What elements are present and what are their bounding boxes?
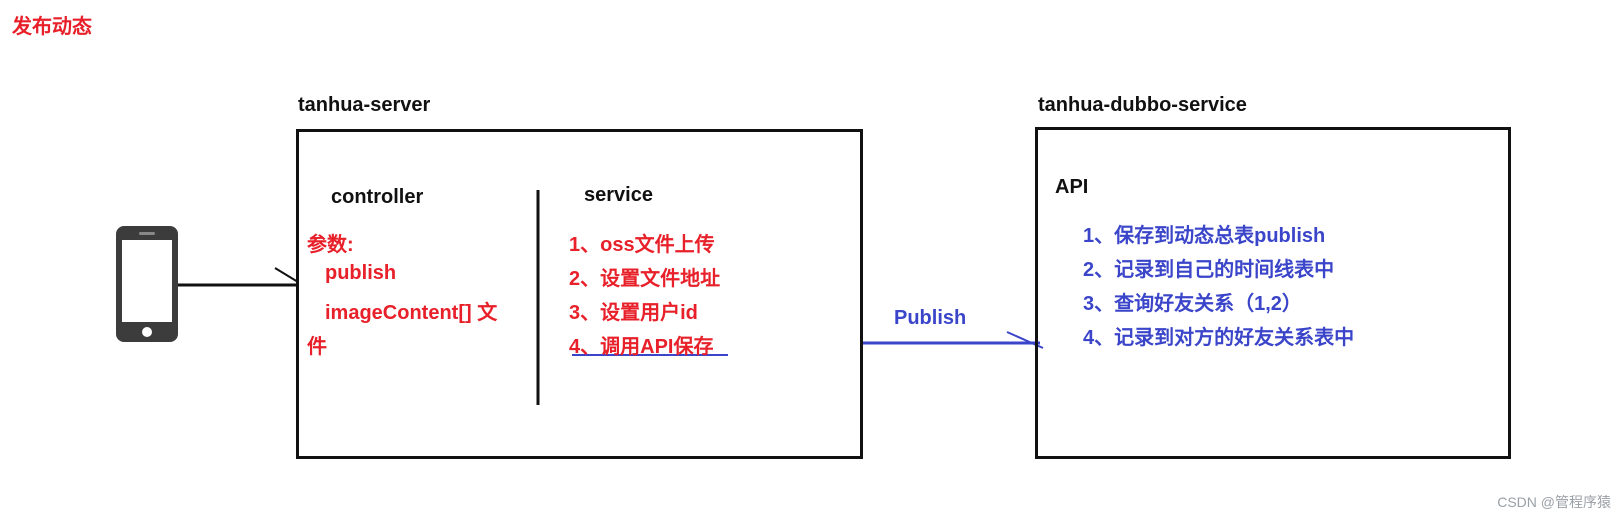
service-step: 4、调用API保存 bbox=[569, 336, 714, 358]
params-label: 参数: bbox=[307, 234, 354, 256]
param-item: imageContent[] 文 bbox=[325, 302, 498, 324]
dubbo-label: tanhua-dubbo-service bbox=[1038, 94, 1247, 116]
server-label: tanhua-server bbox=[298, 94, 431, 116]
api-step: 1、保存到动态总表publish bbox=[1083, 225, 1326, 247]
service-step: 2、设置文件地址 bbox=[569, 268, 721, 290]
controller-heading: controller bbox=[331, 186, 424, 208]
server-box bbox=[296, 129, 863, 459]
api-step: 3、查询好友关系（1,2） bbox=[1083, 293, 1302, 315]
api-heading: API bbox=[1055, 176, 1089, 198]
dubbo-box bbox=[1035, 127, 1511, 459]
phone-to-server-arrow bbox=[178, 267, 299, 287]
param-item: 件 bbox=[307, 336, 327, 358]
watermark: CSDN @管程序猿 bbox=[1497, 494, 1611, 510]
service-heading: service bbox=[584, 184, 653, 206]
api-step: 2、记录到自己的时间线表中 bbox=[1083, 259, 1335, 281]
param-item: publish bbox=[325, 262, 397, 284]
publish-arrow-label: Publish bbox=[894, 307, 967, 329]
publish-arrow bbox=[863, 331, 1044, 349]
page-title: 发布动态 bbox=[12, 16, 92, 38]
mobile-phone-icon bbox=[116, 226, 178, 342]
api-step: 4、记录到对方的好友关系表中 bbox=[1083, 327, 1355, 349]
service-step: 1、oss文件上传 bbox=[569, 234, 715, 256]
service-step: 3、设置用户id bbox=[569, 302, 698, 324]
